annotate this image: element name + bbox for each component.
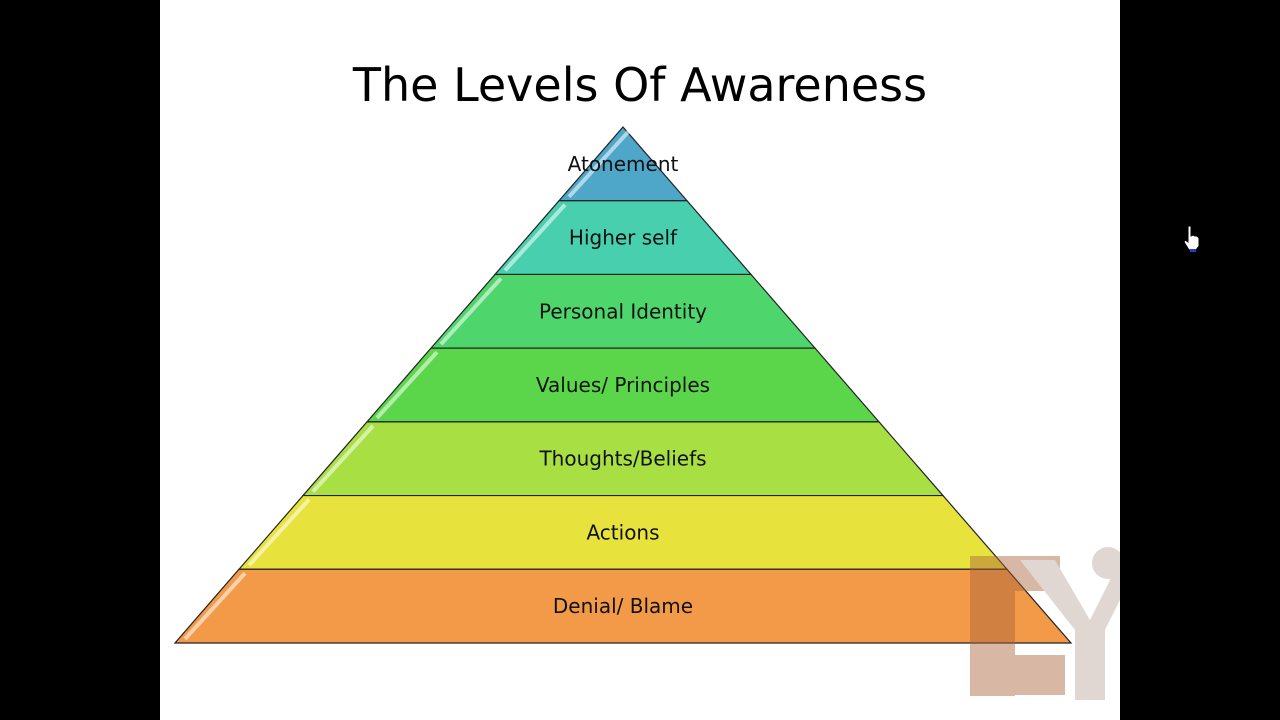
level-highlight <box>375 350 439 420</box>
level-label: Actions <box>586 520 659 544</box>
level-highlight <box>503 203 567 272</box>
level-label: Values/ Principles <box>536 373 710 397</box>
slide-title: The Levels Of Awareness <box>352 58 928 112</box>
level-highlight <box>183 571 247 641</box>
level-label: Personal Identity <box>539 299 707 323</box>
level-label: Denial/ Blame <box>553 594 693 618</box>
level-highlight <box>311 424 375 493</box>
level-label: Thoughts/Beliefs <box>538 447 706 471</box>
hand-cursor-icon <box>1183 225 1200 252</box>
eyi-watermark-logo <box>970 547 1120 700</box>
level-label: Atonement <box>568 152 679 176</box>
level-highlight <box>247 498 311 567</box>
level-highlight <box>567 129 631 199</box>
level-highlight <box>439 277 503 346</box>
level-label: Higher self <box>569 226 678 250</box>
pyramid-level-7 <box>173 568 1073 644</box>
